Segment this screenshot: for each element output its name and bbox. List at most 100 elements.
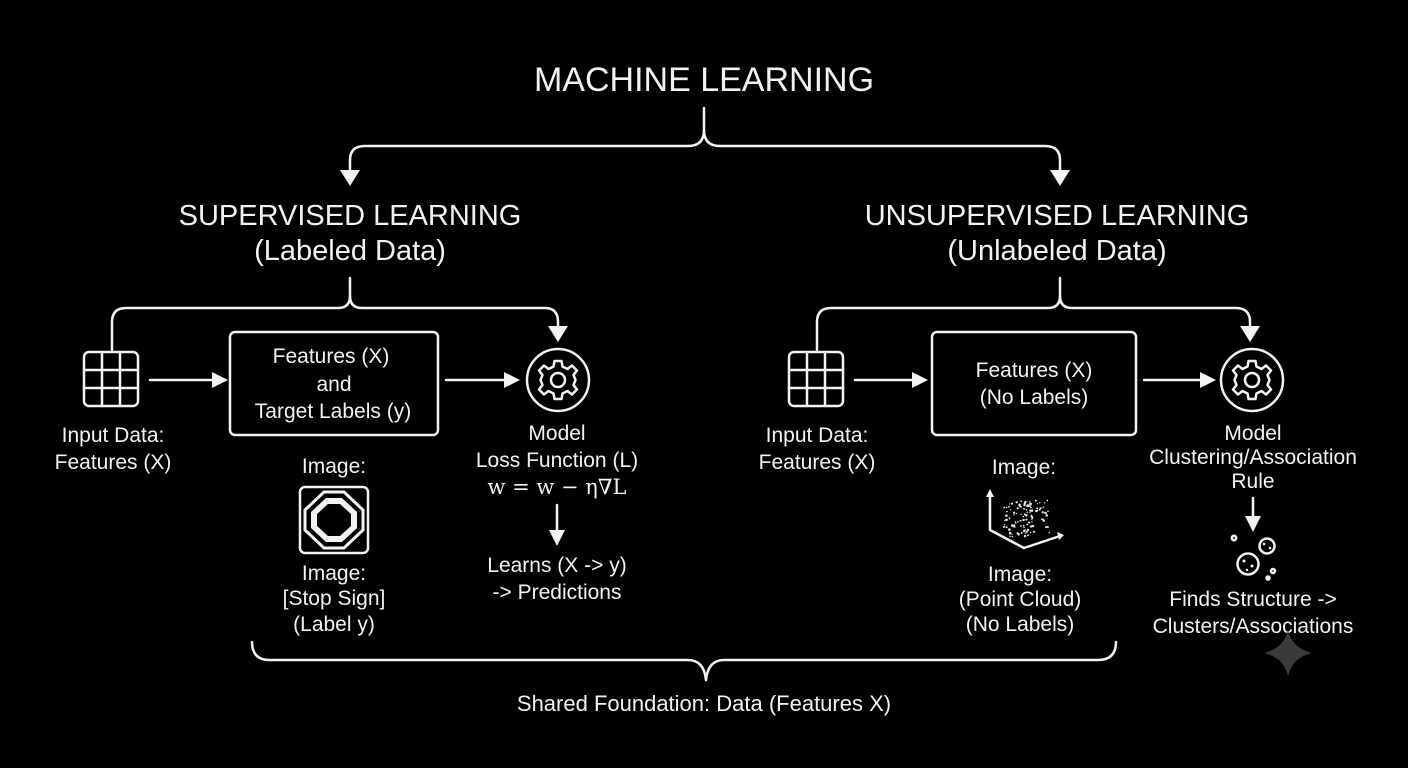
point-cloud-dot bbox=[1005, 514, 1008, 517]
point-cloud-dot bbox=[1004, 524, 1006, 526]
supervised-image-caption-top: Image: bbox=[302, 455, 366, 478]
supervised-features-line-1: Features (X) bbox=[273, 345, 390, 368]
point-cloud-dot bbox=[1009, 535, 1011, 538]
gear-icon bbox=[525, 347, 591, 413]
point-cloud-dot bbox=[1036, 507, 1039, 510]
supervised-model-label: Model bbox=[528, 422, 585, 445]
shared-foundation-label: Shared Foundation: Data (Features X) bbox=[517, 691, 891, 716]
top-branch-connector bbox=[340, 106, 1070, 186]
point-cloud-dot bbox=[1020, 500, 1023, 503]
point-cloud-dot bbox=[1008, 503, 1011, 505]
supervised-arrow-1 bbox=[148, 372, 228, 388]
point-cloud-dot bbox=[1023, 503, 1026, 507]
point-cloud-dot bbox=[1040, 518, 1043, 520]
unsupervised-image-caption-top: Image: bbox=[992, 456, 1056, 479]
point-cloud-dot bbox=[1036, 509, 1039, 512]
point-cloud-dot bbox=[1045, 526, 1048, 529]
point-cloud-dot bbox=[1020, 525, 1022, 527]
point-cloud-dot bbox=[1026, 511, 1029, 513]
point-cloud-dot bbox=[1008, 505, 1010, 508]
point-cloud-dot bbox=[1039, 507, 1042, 510]
supervised-brace bbox=[110, 276, 568, 352]
point-cloud-dot bbox=[1022, 515, 1025, 518]
supervised-features-line-2: and bbox=[316, 373, 351, 396]
unsupervised-result-1: Finds Structure -> bbox=[1169, 588, 1336, 611]
unsupervised-arrow-1 bbox=[853, 372, 928, 388]
point-cloud-dot bbox=[1024, 529, 1026, 531]
point-cloud-dot bbox=[1038, 508, 1041, 511]
supervised-image-caption-2: [Stop Sign] bbox=[283, 587, 386, 610]
unsupervised-model-desc-2: Rule bbox=[1231, 470, 1274, 493]
point-cloud-dot bbox=[1024, 532, 1027, 534]
point-cloud-dot bbox=[1011, 533, 1013, 536]
point-cloud-dot bbox=[1030, 509, 1034, 512]
point-cloud-dot bbox=[1044, 502, 1046, 504]
bottom-brace bbox=[250, 640, 1118, 682]
point-cloud-dot bbox=[1030, 502, 1032, 505]
point-cloud-dot bbox=[1020, 505, 1022, 508]
point-cloud-dot bbox=[1020, 531, 1023, 534]
point-cloud-dot bbox=[1010, 508, 1012, 511]
point-cloud-dot bbox=[1030, 506, 1032, 509]
unsupervised-image-caption-1: Image: bbox=[988, 563, 1052, 586]
supervised-input-label: Input Data: bbox=[62, 424, 165, 447]
point-cloud-dot bbox=[1034, 499, 1037, 502]
point-cloud-dot bbox=[1044, 511, 1047, 514]
supervised-result-1: Learns (X -> y) bbox=[487, 554, 626, 577]
unsupervised-model-label: Model bbox=[1224, 422, 1281, 445]
point-cloud-dot bbox=[1005, 506, 1008, 509]
point-cloud-dot bbox=[1042, 519, 1046, 523]
unsupervised-arrow-3 bbox=[1245, 496, 1261, 532]
unsupervised-input-label: Input Data: bbox=[766, 424, 869, 447]
point-cloud-dot bbox=[1008, 531, 1012, 535]
point-cloud-dot bbox=[1013, 524, 1016, 527]
table-icon bbox=[787, 350, 845, 408]
point-cloud-dot bbox=[1018, 505, 1021, 508]
point-cloud-dots bbox=[1002, 499, 1051, 538]
point-cloud-dot bbox=[1026, 504, 1030, 507]
point-cloud-dot bbox=[1048, 531, 1051, 534]
point-cloud-dot bbox=[1008, 517, 1011, 520]
unsupervised-result-2: Clusters/Associations bbox=[1153, 615, 1354, 638]
supervised-model-update: w = w − η∇L bbox=[487, 475, 626, 499]
point-cloud-dot bbox=[1033, 530, 1036, 533]
point-cloud-dot bbox=[1015, 522, 1017, 524]
point-cloud-dot bbox=[1041, 511, 1044, 514]
point-cloud-dot bbox=[1016, 507, 1019, 510]
point-cloud-dot bbox=[1015, 512, 1018, 515]
point-cloud-dot bbox=[1013, 514, 1015, 516]
point-cloud-dot bbox=[1029, 531, 1032, 534]
point-cloud-dot bbox=[1023, 526, 1025, 529]
supervised-result-2: -> Predictions bbox=[493, 581, 622, 604]
supervised-arrow-3 bbox=[549, 503, 565, 546]
point-cloud-dot bbox=[1010, 502, 1014, 505]
point-cloud-dot bbox=[1012, 511, 1016, 514]
point-cloud-dot bbox=[1026, 523, 1029, 526]
unsupervised-image-caption-2: (Point Cloud) bbox=[959, 588, 1082, 611]
point-cloud-dot bbox=[1023, 507, 1025, 510]
point-cloud-dot bbox=[1030, 515, 1033, 518]
point-cloud-dot bbox=[1019, 519, 1022, 522]
point-cloud-dot bbox=[1017, 521, 1019, 523]
supervised-image-caption-1: Image: bbox=[302, 562, 366, 585]
point-cloud-icon bbox=[986, 489, 1064, 550]
point-cloud-dot bbox=[1010, 524, 1014, 527]
point-cloud-dot bbox=[1025, 508, 1028, 511]
point-cloud-dot bbox=[1008, 529, 1010, 531]
point-cloud-dot bbox=[1006, 510, 1008, 513]
supervised-image-caption-3: (Label y) bbox=[293, 613, 375, 636]
point-cloud-dot bbox=[1026, 528, 1030, 532]
point-cloud-dot bbox=[1002, 525, 1006, 528]
point-cloud-dot bbox=[1028, 521, 1031, 524]
point-cloud-dot bbox=[1042, 506, 1044, 508]
supervised-features-line-3: Target Labels (y) bbox=[255, 400, 411, 423]
point-cloud-dot bbox=[1031, 521, 1033, 523]
diagram-title: MACHINE LEARNING bbox=[534, 61, 874, 99]
point-cloud-dot bbox=[1003, 506, 1005, 509]
point-cloud-dot bbox=[1031, 524, 1035, 528]
point-cloud-dot bbox=[1025, 530, 1028, 533]
point-cloud-dot bbox=[1047, 510, 1049, 513]
unsupervised-heading: UNSUPERVISED LEARNING bbox=[865, 200, 1250, 232]
point-cloud-dot bbox=[1029, 511, 1031, 514]
unsupervised-features-line-1: Features (X) bbox=[976, 359, 1093, 382]
